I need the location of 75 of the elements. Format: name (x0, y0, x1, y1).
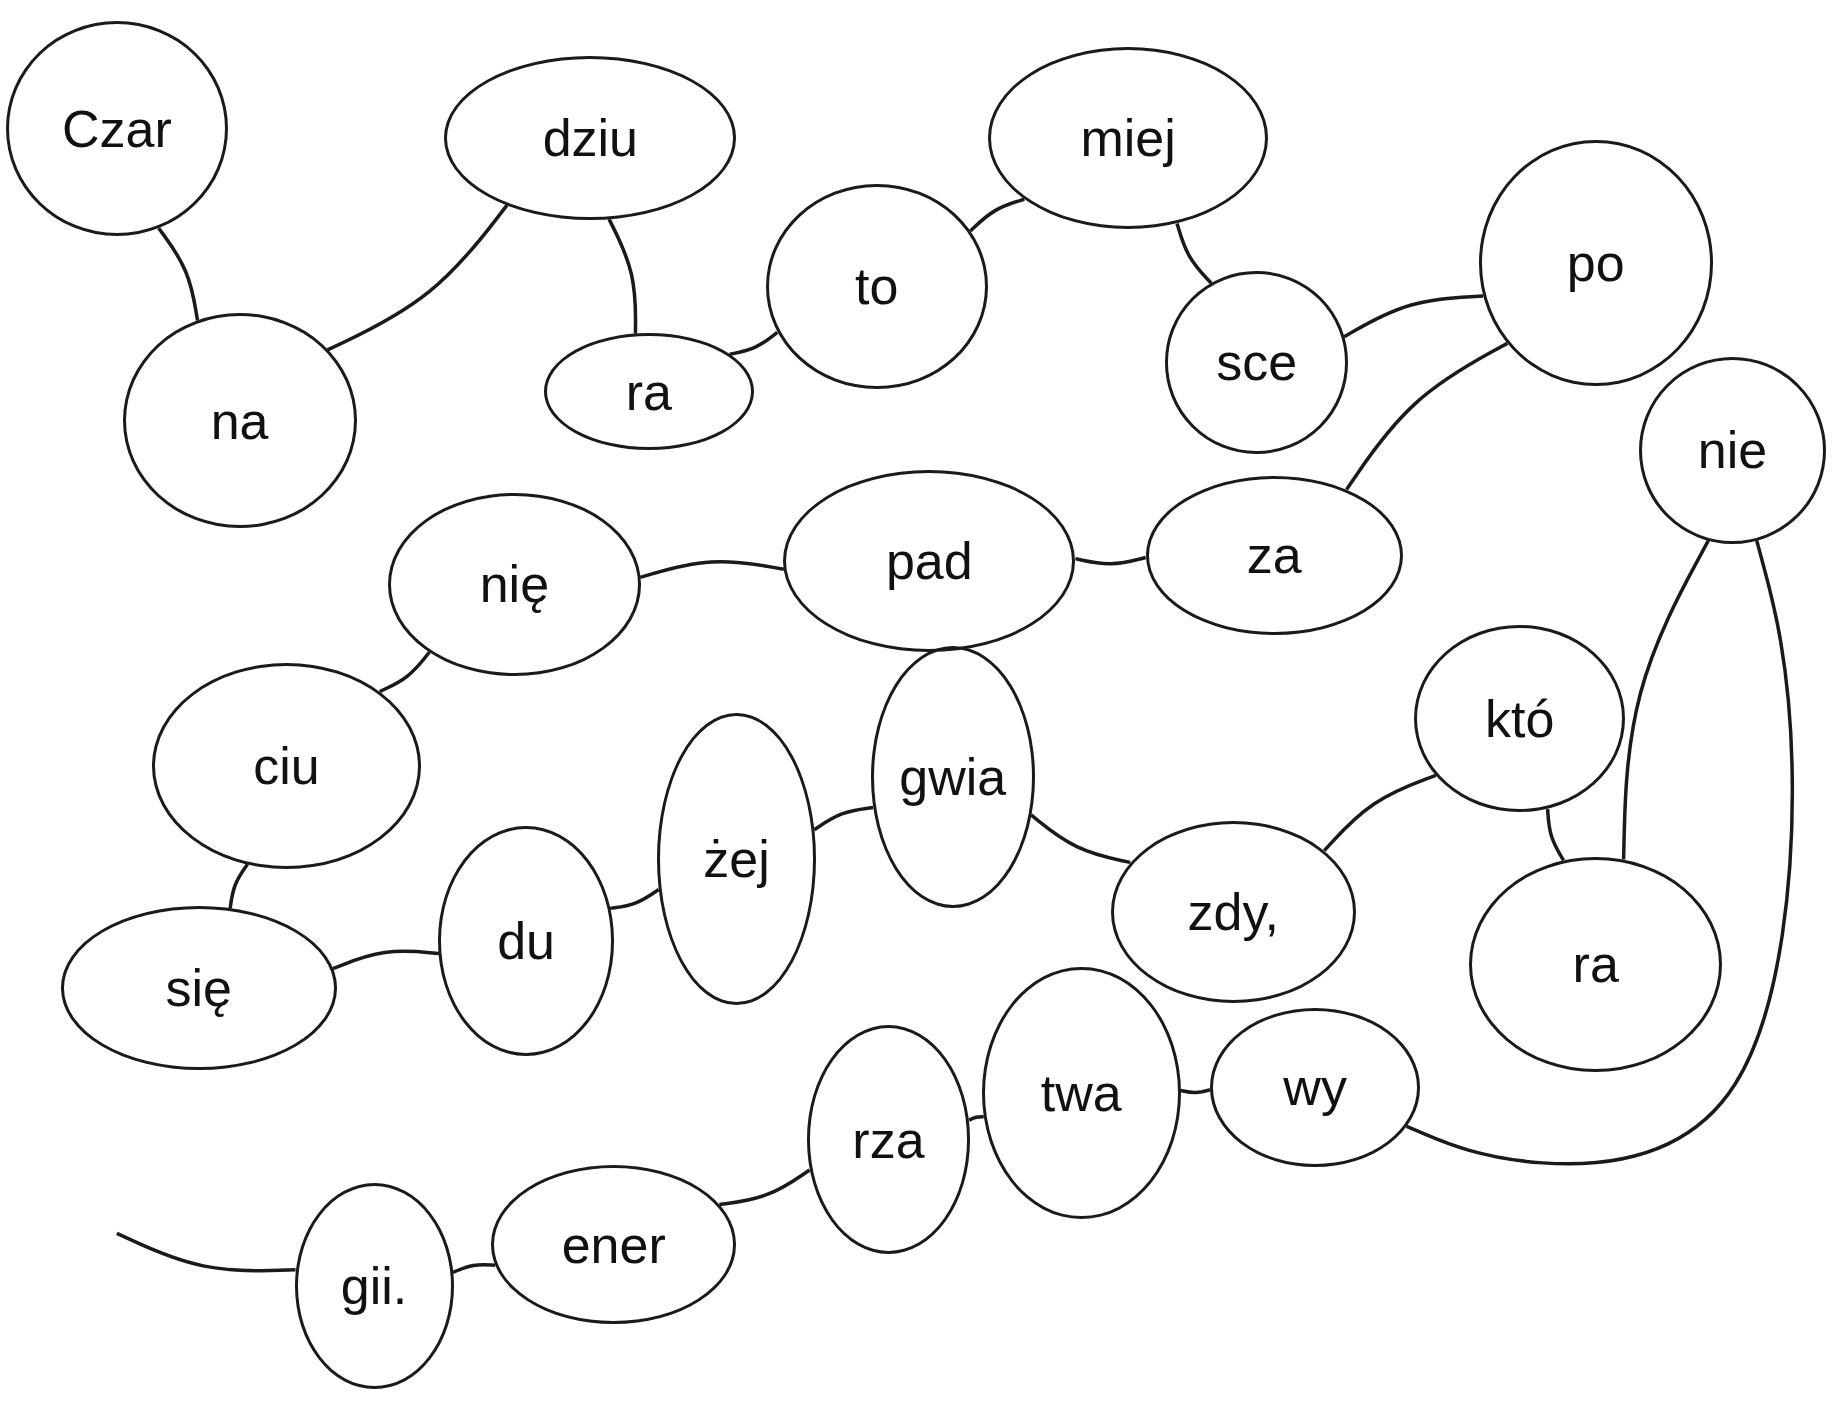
syllable: zdy, (1187, 881, 1280, 942)
syllable-loop (490, 1165, 737, 1325)
syllable-loop (543, 333, 754, 451)
syllable: na (210, 390, 269, 451)
syllable: gii. (340, 1255, 408, 1316)
syllable: pad (885, 531, 973, 592)
syllable-loop (806, 1025, 971, 1255)
syllable: rza (852, 1109, 925, 1170)
connecting-line (1345, 341, 1509, 491)
syllable-loop (765, 183, 988, 390)
syllable-loop (987, 46, 1269, 230)
connecting-line (1343, 294, 1484, 339)
connecting-line (813, 805, 874, 832)
syllable-loop (1638, 356, 1826, 544)
connecting-line (607, 218, 638, 334)
syllable-loop (388, 493, 641, 676)
connecting-line (1180, 1088, 1211, 1095)
connecting-line (1175, 222, 1213, 285)
connecting-line (378, 650, 431, 694)
connecting-line (326, 204, 509, 352)
syllable: sce (1216, 332, 1298, 393)
syllable: żej (703, 829, 770, 890)
syllable-loop (151, 662, 421, 869)
syllable: Czar (62, 98, 172, 159)
connecting-line (1030, 813, 1131, 865)
connecting-line (1322, 773, 1437, 852)
syllable: du (497, 911, 555, 972)
connecting-line (1545, 809, 1565, 862)
syllable: po (1566, 233, 1625, 293)
syllable: twa (1040, 1063, 1122, 1123)
syllable: ener (561, 1214, 666, 1275)
syllable: ciu (253, 735, 320, 796)
syllable: dziu (542, 107, 639, 168)
syllable-loop (1478, 140, 1713, 386)
syllable-loop (122, 313, 357, 529)
connecting-line (639, 559, 785, 580)
syllable: wy (1283, 1057, 1347, 1118)
syllable-loop (1469, 856, 1722, 1072)
syllable-loop (438, 826, 614, 1056)
connecting-line (228, 863, 249, 909)
syllable: nię (479, 554, 550, 615)
syllable-loop (656, 713, 816, 1006)
syllable: któ (1485, 688, 1555, 749)
syllable-loop (5, 21, 228, 237)
connecting-line (729, 330, 779, 356)
syllable: gwia (899, 747, 1007, 808)
syllable-loop (981, 966, 1181, 1220)
syllable-loop (294, 1183, 454, 1389)
syllable-loop (444, 56, 737, 220)
syllable: miej (1080, 107, 1176, 168)
syllable-loop (1414, 625, 1625, 813)
syllable-loop (1145, 475, 1403, 635)
connecting-line (719, 1168, 811, 1207)
syllable-loop (1165, 271, 1348, 454)
syllable: ra (625, 361, 672, 422)
connecting-line (968, 1114, 985, 1122)
connecting-line (1621, 539, 1710, 860)
connecting-line (332, 949, 440, 971)
connecting-line (1075, 555, 1147, 566)
syllable: ra (1572, 934, 1619, 995)
syllable-loop (60, 905, 337, 1070)
syllable-loop (783, 469, 1076, 653)
connecting-line (609, 888, 660, 911)
connecting-line (116, 1231, 296, 1273)
syllable-loop (1110, 820, 1357, 1003)
syllable: nie (1697, 420, 1768, 481)
connecting-line (969, 197, 1025, 233)
syllable: za (1246, 525, 1302, 586)
syllable-loop (1209, 1007, 1421, 1167)
syllable: to (855, 256, 899, 317)
connecting-line (157, 227, 200, 321)
connecting-line (452, 1262, 496, 1275)
syllable-loop (870, 646, 1035, 909)
syllable: się (165, 957, 232, 1018)
connecting-line (1405, 539, 1795, 1166)
